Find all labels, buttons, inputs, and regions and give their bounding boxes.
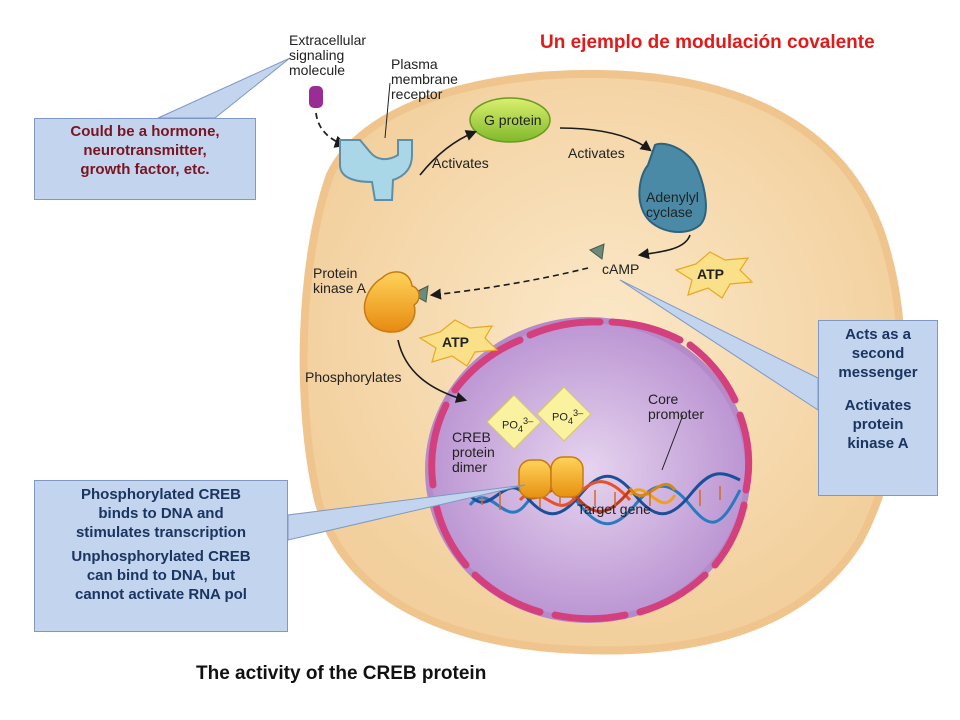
label-po4-1: PO43–: [502, 416, 534, 434]
label-activates-2: Activates: [568, 145, 625, 161]
arrow-pka-to-creb: [397, 339, 468, 403]
creb-dimer: [518, 456, 584, 499]
leader-receptor: [384, 82, 391, 139]
label-atp-2: ATP: [442, 334, 469, 350]
arrow-camp-to-pka: [429, 267, 589, 300]
label-phosphorylates: Phosphorylates: [305, 369, 402, 385]
label-camp: cAMP: [602, 261, 640, 277]
nucleus: [425, 317, 753, 623]
leader-core-promoter: [661, 414, 684, 471]
atp-star-2: [418, 319, 499, 367]
label-activates-1: Activates: [432, 155, 489, 171]
g-protein: [469, 97, 551, 143]
label-g-protein: G protein: [484, 112, 542, 128]
label-po4-2: PO43–: [552, 408, 584, 426]
slide-title: Un ejemplo de modulación covalente: [540, 32, 875, 53]
arrow-gprotein-to-cyclase: [559, 127, 652, 152]
callout-tail-creb: [287, 484, 526, 541]
protein-kinase-a: [363, 271, 420, 333]
po4-groups: [486, 386, 592, 450]
callout-tail-hormone: [157, 57, 291, 119]
label-target-gene: Target gene: [577, 501, 651, 517]
arrow-cyclase-to-camp: [637, 234, 691, 260]
label-atp-1: ATP: [697, 266, 724, 282]
adenylyl-cyclase: [638, 142, 707, 233]
arrow-receptor-to-gprotein: [419, 130, 478, 176]
atp-star-1: [674, 251, 754, 299]
camp-molecule: [589, 243, 605, 260]
receptor: [339, 139, 413, 201]
slide-caption: The activity of the CREB protein: [196, 663, 487, 684]
callout-hormone: Could be a hormone,neurotransmitter,grow…: [34, 118, 256, 200]
